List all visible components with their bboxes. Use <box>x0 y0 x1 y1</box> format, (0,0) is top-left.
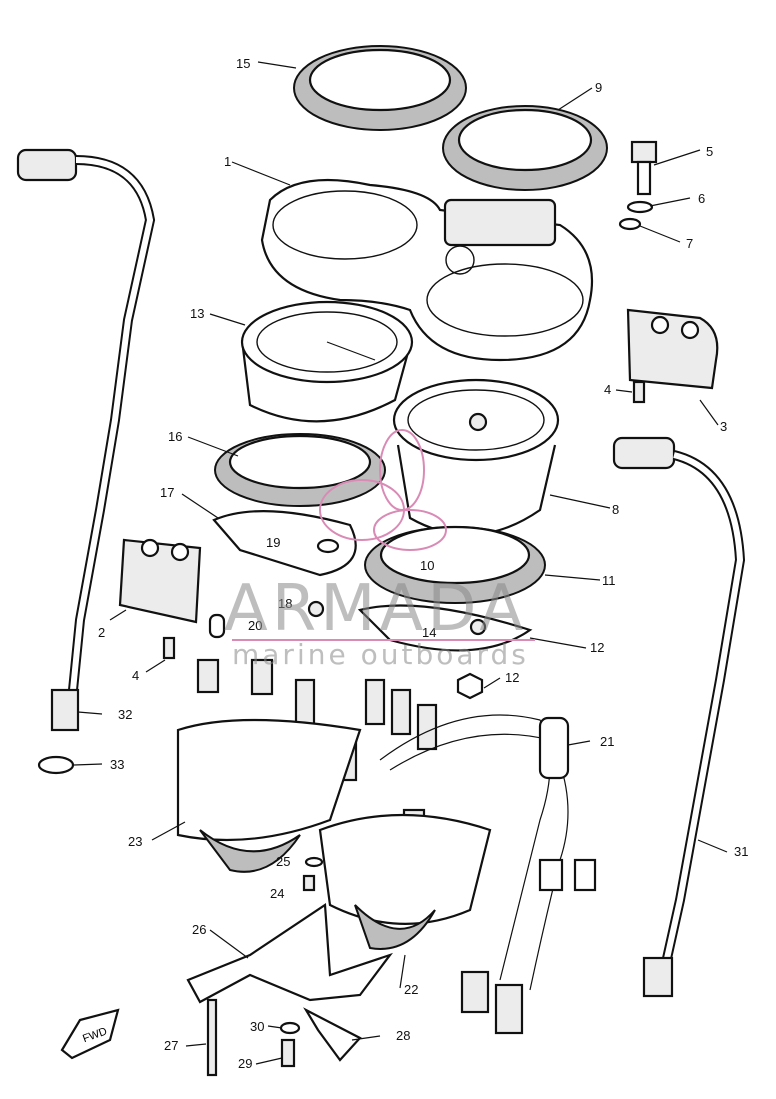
callout-20: 19 <box>266 535 280 550</box>
callout-25: 24 <box>270 886 284 901</box>
callout-11: 11 <box>602 573 616 588</box>
part-30-screw <box>280 1038 296 1068</box>
part-20-grommet <box>316 538 340 554</box>
callout-21: 20 <box>248 618 262 633</box>
part-16-meter-bezel <box>293 45 467 131</box>
callout-17: 16 <box>168 429 182 444</box>
part-17-damper <box>214 433 386 507</box>
part-34-clip <box>37 755 75 775</box>
part-28-bolt <box>206 998 218 1077</box>
part-10-meter-bezel <box>442 105 608 191</box>
callout-15: 13 <box>190 306 204 321</box>
callout-24: 23 <box>128 834 142 849</box>
part-4-screw-left <box>162 636 176 660</box>
callout-labels: 15 9 1 5 6 7 13 4 3 16 17 8 19 10 11 18 … <box>98 56 748 1071</box>
callout-5: 5 <box>706 144 713 159</box>
callout-18: 17 <box>160 485 174 500</box>
callout-22: 21 <box>600 734 614 749</box>
callout-28: 27 <box>164 1038 178 1053</box>
part-14-grommet <box>469 618 487 636</box>
watermark-tagline: marine outboards <box>232 638 529 671</box>
callout-4-left: 4 <box>132 668 139 683</box>
leader-lines <box>73 61 728 1065</box>
part-27-bracket <box>186 903 393 1004</box>
callout-1: 1 <box>224 154 231 169</box>
callout-3: 3 <box>720 419 727 434</box>
callout-27: 26 <box>192 922 206 937</box>
part-21-bulb <box>208 613 226 639</box>
armada-watermark: ARMADA marine outboards <box>224 429 535 671</box>
callout-10: 9 <box>595 80 602 95</box>
part-15-speedometer <box>240 300 414 423</box>
callout-2: 2 <box>98 625 105 640</box>
part-23-meter-housing <box>318 813 492 950</box>
callout-16: 15 <box>236 56 250 71</box>
part-29-stay <box>303 1007 362 1062</box>
callout-6: 6 <box>698 191 705 206</box>
callout-12: 12 <box>590 640 604 655</box>
part-24-meter-housing <box>176 718 362 873</box>
callout-26: 25 <box>276 854 290 869</box>
callout-9: 10 <box>420 558 434 573</box>
callout-13: 12 <box>505 670 519 685</box>
armada-logo-icon <box>319 429 447 551</box>
callout-34: 33 <box>110 757 124 772</box>
part-1-meter-case <box>260 178 594 362</box>
callout-32: 31 <box>734 844 748 859</box>
callout-29: 28 <box>396 1028 410 1043</box>
fwd-arrow-icon: FWD <box>60 1008 120 1060</box>
callout-23: 22 <box>404 982 418 997</box>
part-25-screw <box>302 874 316 892</box>
callout-33: 32 <box>118 707 132 722</box>
part-13-nut <box>456 672 484 700</box>
watermark-brand: ARMADA <box>224 572 527 646</box>
callout-4-right: 4 <box>604 382 611 397</box>
part-31-washer <box>279 1021 301 1035</box>
callout-30: 29 <box>238 1056 252 1071</box>
part-22-wire-harness <box>379 714 597 1035</box>
part-33-speedometer-cable <box>16 148 156 732</box>
part-19-nut <box>307 600 325 618</box>
callout-19: 18 <box>278 596 292 611</box>
callout-14: 14 <box>422 625 436 640</box>
part-26-washer <box>304 856 324 868</box>
callout-7: 7 <box>686 236 693 251</box>
part-3-socket-holder <box>626 308 719 390</box>
part-4-screw-right <box>632 380 646 404</box>
part-7-washer <box>618 217 642 231</box>
part-11-damper <box>364 525 546 604</box>
part-32-tachometer-cable <box>612 436 746 998</box>
callout-31: 30 <box>250 1019 264 1034</box>
part-5-bolt <box>630 140 658 196</box>
part-6-washer <box>626 200 654 214</box>
part-2-socket-holder <box>118 538 202 624</box>
part-18-plate <box>212 510 357 577</box>
callout-8: 8 <box>612 502 619 517</box>
